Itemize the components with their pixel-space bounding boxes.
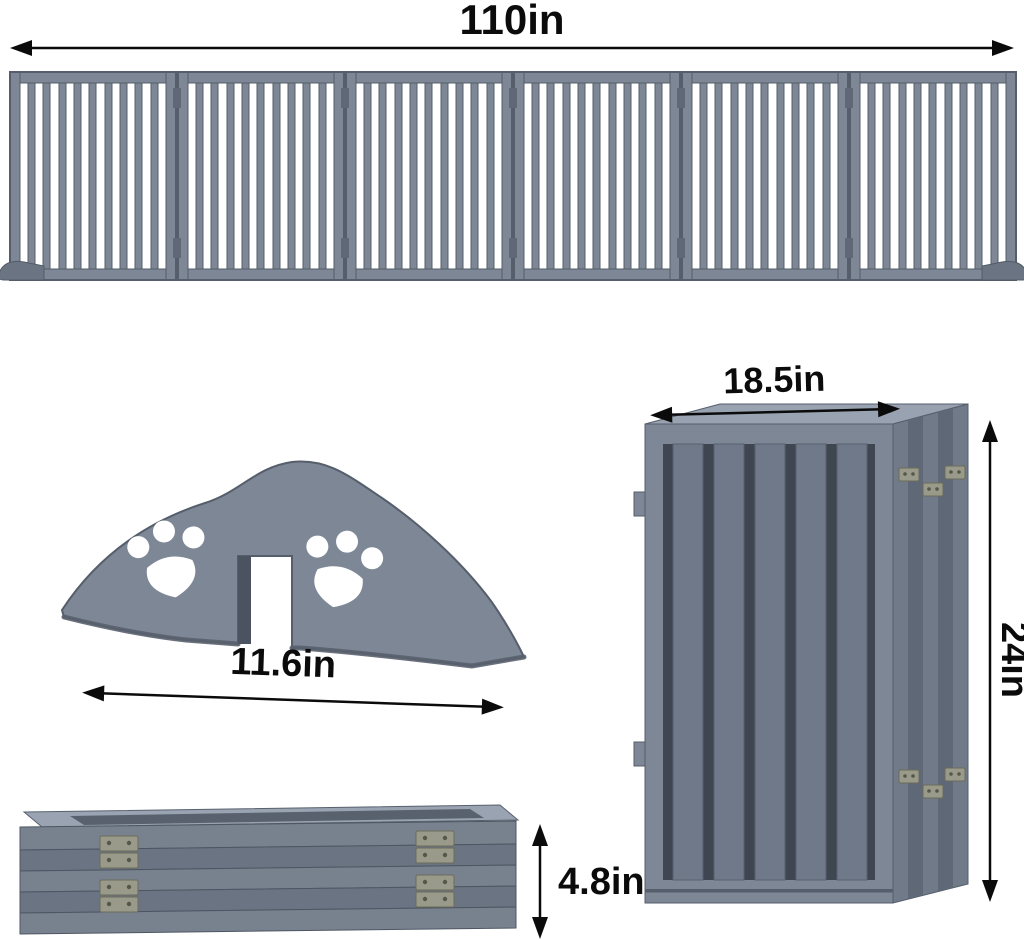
total-width-label: 110in	[459, 0, 564, 43]
folded-thickness-label: 4.8in	[558, 861, 645, 903]
stack-top-opening	[70, 809, 484, 825]
foot-length-label: 11.6in	[230, 641, 337, 687]
paw-print-cutout-left	[127, 520, 205, 598]
side-hinges-lower	[898, 767, 966, 799]
left-support-foot	[0, 260, 45, 281]
expanded-gate-diagram: 110in	[0, 0, 1024, 281]
hinge-knuckle	[633, 741, 646, 767]
gate-panel	[345, 71, 513, 281]
arrowhead-left	[10, 40, 32, 56]
folded-panel-edge	[908, 416, 923, 899]
arrowhead-right	[992, 40, 1014, 56]
folded-gate-standing-diagram: 18.5in 24in	[633, 358, 1024, 904]
gate-panel	[9, 71, 177, 281]
dimension-arrow-folded-thickness: 4.8in	[532, 824, 645, 939]
gate-panel	[681, 71, 849, 281]
support-foot-diagram: 11.6in	[60, 460, 527, 715]
right-support-foot	[981, 260, 1024, 281]
support-foot-shape	[60, 460, 526, 668]
side-hinges-upper	[898, 465, 966, 497]
gate-panel	[513, 71, 681, 281]
dimension-arrow-total-width: 110in	[10, 0, 1014, 56]
panel-width-label: 18.5in	[723, 358, 826, 402]
foot-slot-shadow	[238, 556, 251, 644]
stacked-panels	[19, 820, 517, 935]
hinge-knuckle	[633, 491, 646, 517]
gate-front-slats	[672, 443, 868, 881]
paw-print-cutout-right	[306, 530, 384, 608]
panel-height-label: 24in	[993, 622, 1024, 698]
folded-panel-edge	[938, 408, 953, 892]
panel-hinges	[173, 88, 853, 258]
gate-panel	[177, 71, 345, 281]
gate-panel	[849, 71, 1017, 281]
folded-gate-flat-diagram: 4.8in	[19, 804, 645, 939]
dimension-arrow-panel-width: 18.5in	[650, 358, 901, 423]
frame-groove	[645, 889, 893, 893]
dimension-arrow-foot-length: 11.6in	[82, 641, 504, 715]
flat-hinges-left	[99, 835, 139, 913]
foot-bottom-edge	[61, 614, 527, 669]
flat-hinges-right	[415, 830, 455, 908]
dimension-arrow-panel-height: 24in	[982, 420, 1024, 902]
